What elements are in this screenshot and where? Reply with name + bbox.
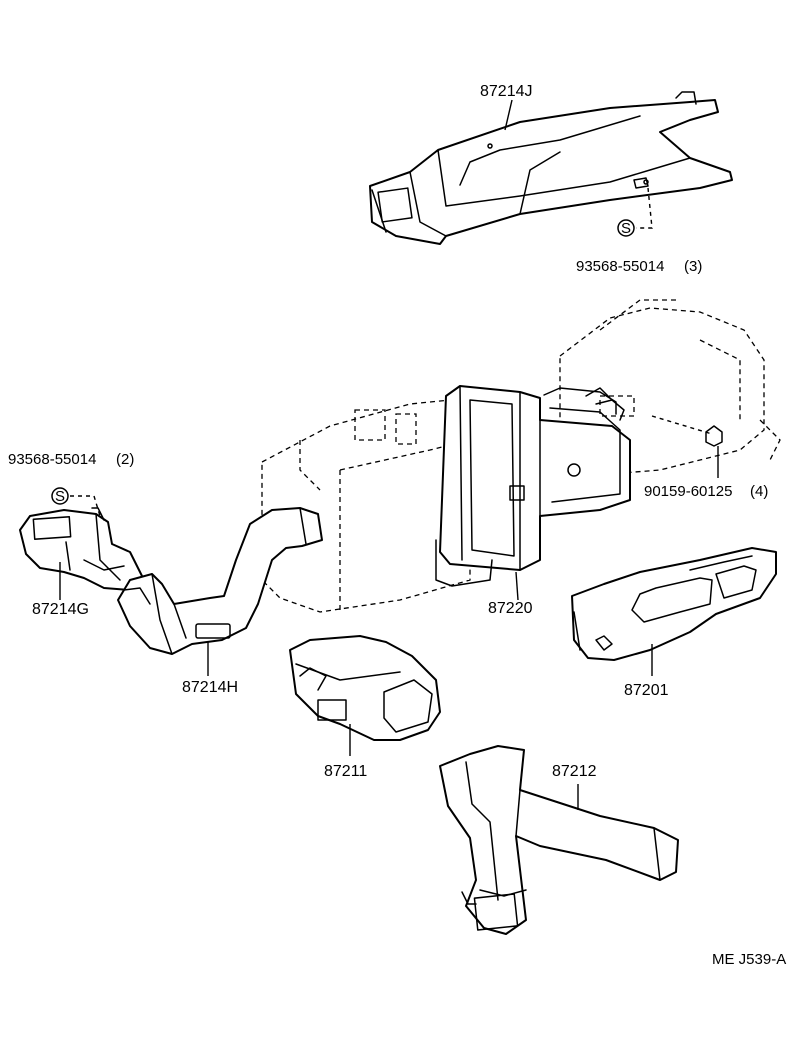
duct-87214J xyxy=(369,91,733,245)
svg-text:S: S xyxy=(621,220,631,237)
vent-87201 xyxy=(571,547,777,661)
label-87212: 87212 xyxy=(552,763,597,780)
label-clip-top-number: 93568-55014 xyxy=(576,258,664,275)
screw-right-icon xyxy=(705,425,723,478)
figure-code: ME J539-A xyxy=(712,951,786,968)
label-87214H: 87214H xyxy=(182,679,238,696)
label-screw-right-qty: (4) xyxy=(750,483,768,500)
label-clip-left-qty: (2) xyxy=(116,451,134,468)
label-87211: 87211 xyxy=(324,763,367,780)
duct-87212 xyxy=(439,745,679,935)
leader-87220 xyxy=(515,571,519,601)
leader-87214J xyxy=(504,99,513,131)
label-clip-left-number: 93568-55014 xyxy=(8,451,96,468)
clip-top-leader xyxy=(636,187,653,229)
case-87220 xyxy=(435,385,631,587)
duct-87214G xyxy=(19,507,143,591)
label-87201: 87201 xyxy=(624,682,669,699)
label-87214G: 87214G xyxy=(32,601,89,618)
vent-87211 xyxy=(289,635,441,741)
clip-left-leader xyxy=(70,495,101,517)
label-clip-top-qty: (3) xyxy=(684,258,702,275)
duct-87214H xyxy=(117,507,323,655)
clip-left-icon: S xyxy=(51,487,69,505)
label-87214J: 87214J xyxy=(480,83,533,100)
label-87220: 87220 xyxy=(488,600,533,617)
clip-top-icon: S xyxy=(617,219,635,237)
svg-text:S: S xyxy=(55,488,65,505)
label-screw-right-number: 90159-60125 xyxy=(644,483,732,500)
screw-right-leader xyxy=(651,415,713,435)
